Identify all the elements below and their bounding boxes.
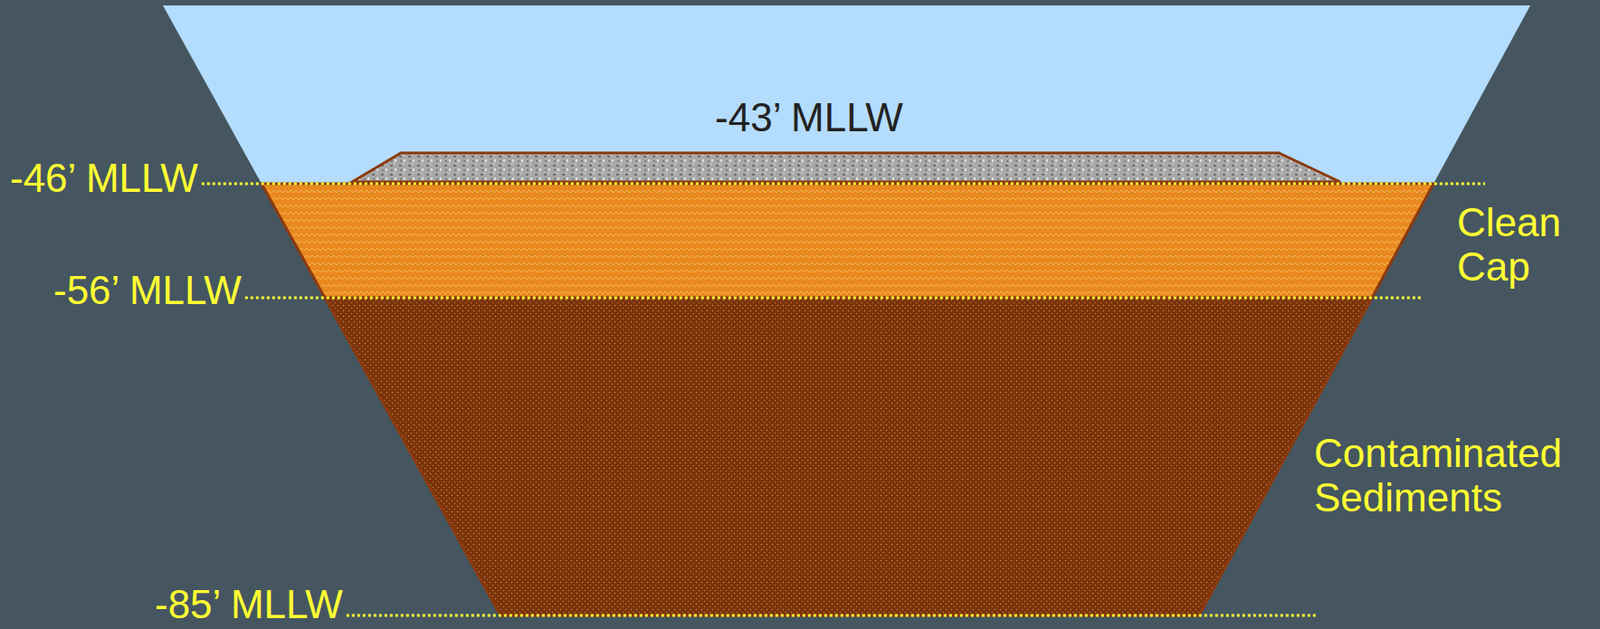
elevation-lines [201, 183, 1486, 616]
elevation-line [201, 182, 1486, 186]
elevation-label: -46’ MLLW [9, 155, 199, 200]
elevation-label: -85’ MLLW [154, 581, 343, 627]
clean-cap-layer [261, 183, 1434, 298]
elevation-label: -43’ MLLW [714, 95, 904, 140]
elevation-line [245, 296, 1421, 300]
contaminated-sediment-layer [324, 297, 1372, 616]
water-body [162, 5, 1531, 184]
elevation-label: -56’ MLLW [53, 267, 242, 313]
armor-cap-layer [352, 152, 1341, 182]
layer-label: Clean Cap [1457, 200, 1563, 290]
layer-label: Contaminated Sediments [1314, 430, 1564, 521]
elevation-line [346, 614, 1317, 618]
